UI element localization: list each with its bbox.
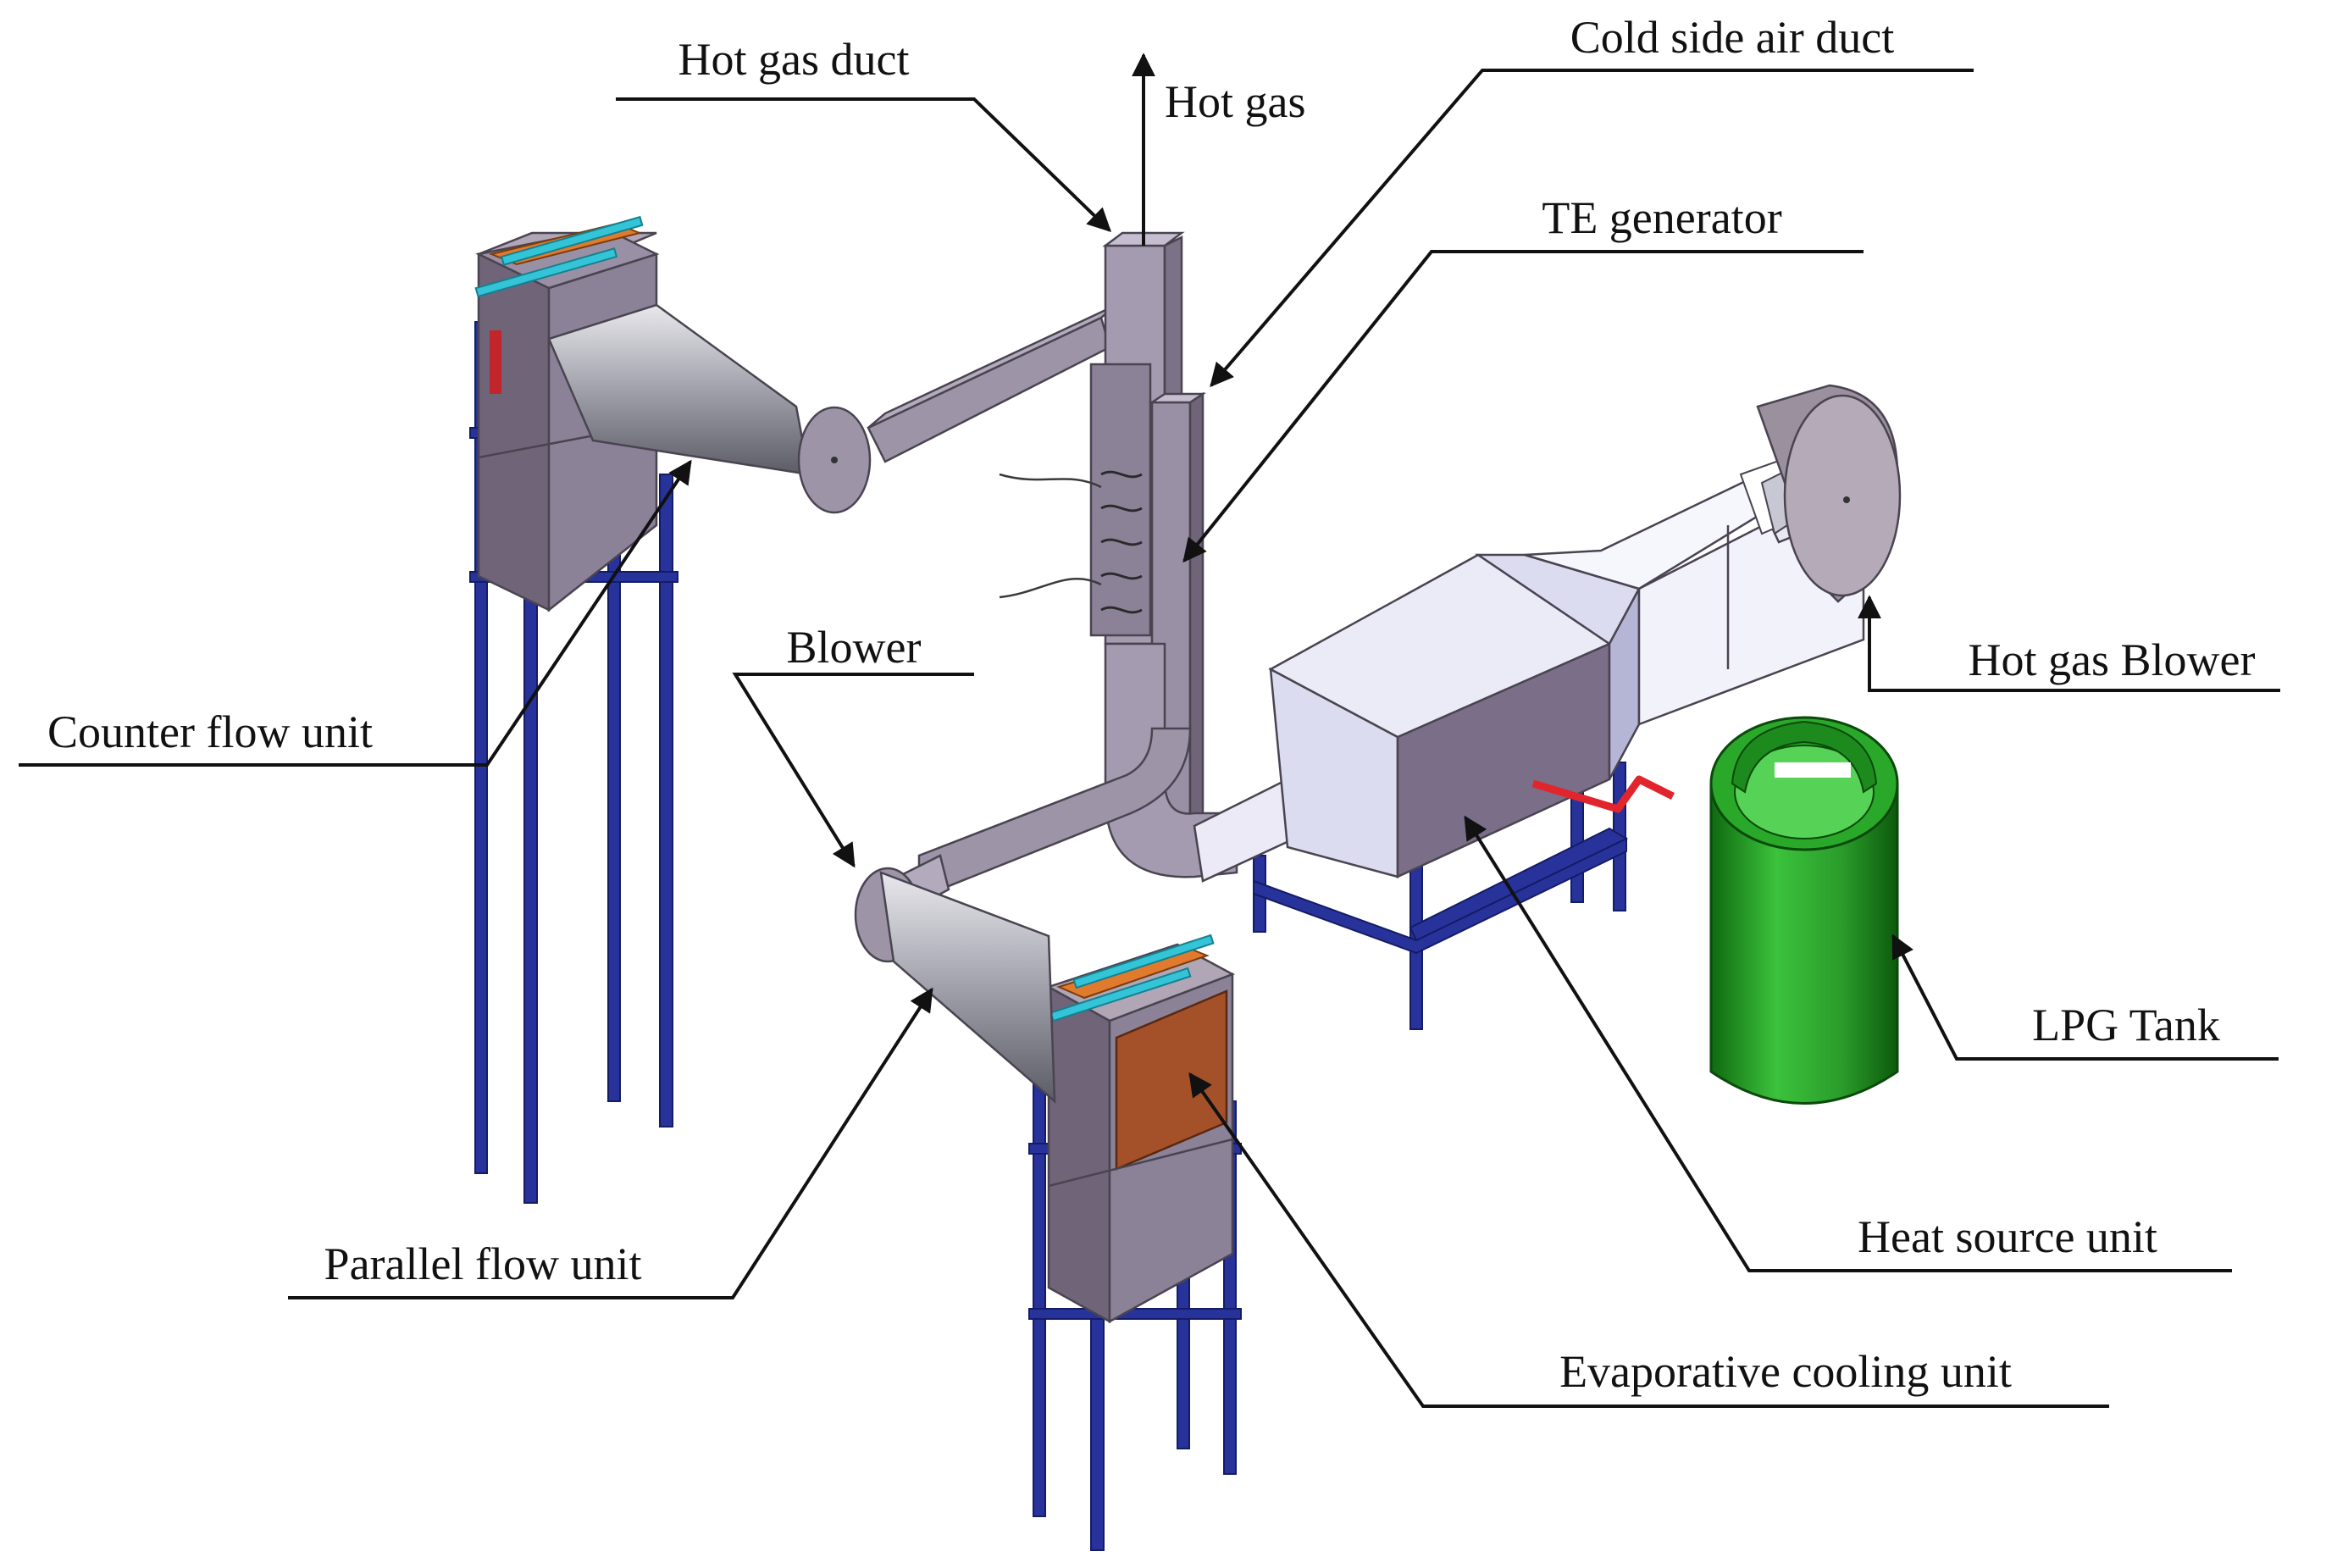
te-generator bbox=[999, 363, 1152, 637]
lpg-tank-leader bbox=[1891, 934, 2279, 1061]
te-generator-leader bbox=[1182, 250, 1864, 563]
counter-flow-unit bbox=[469, 215, 872, 1204]
cold-side-air-duct-leader bbox=[1210, 69, 1974, 388]
label-hot-gas: Hot gas bbox=[1165, 76, 1305, 127]
label-hot-gas-duct: Hot gas duct bbox=[678, 34, 910, 85]
evaporative-pad bbox=[1115, 989, 1228, 1171]
hot-gas-blower bbox=[1739, 384, 1902, 603]
gas-supply-line bbox=[1531, 775, 1675, 813]
label-cold-side-air-duct: Cold side air duct bbox=[1570, 12, 1894, 63]
blower-leader bbox=[732, 673, 974, 868]
label-hot-gas-blower: Hot gas Blower bbox=[1969, 634, 2256, 685]
hot-gas-blower-leader bbox=[1858, 595, 2280, 692]
label-blower: Blower bbox=[787, 622, 922, 673]
label-heat-source-unit: Heat source unit bbox=[1858, 1211, 2157, 1262]
evaporative-cooling-unit-leader bbox=[1188, 1072, 2109, 1408]
label-lpg-tank: LPG Tank bbox=[2032, 1000, 2220, 1050]
hot-duct-elbow bbox=[1104, 642, 1238, 878]
lpg-tank bbox=[1709, 716, 1899, 1105]
upper-connecting-duct bbox=[867, 303, 1117, 463]
parallel-flow-unit-leader bbox=[288, 987, 933, 1299]
hot-gas-duct-leader bbox=[616, 97, 1112, 232]
labels: Hot gas duct Hot gas Cold side air duct … bbox=[47, 12, 2255, 1397]
parallel-flow-diffuser-cone bbox=[854, 867, 1056, 1104]
label-parallel-flow-unit: Parallel flow unit bbox=[324, 1238, 642, 1289]
label-te-generator: TE generator bbox=[1542, 192, 1781, 243]
counter-flow-diffuser-cone bbox=[547, 303, 872, 514]
label-counter-flow-unit: Counter flow unit bbox=[47, 706, 373, 757]
parallel-flow-casing bbox=[1045, 934, 1236, 1324]
parallel-flow-unit bbox=[854, 867, 1242, 1551]
label-evaporative-cooling-unit: Evaporative cooling unit bbox=[1559, 1346, 2012, 1397]
heat-source-unit-leader bbox=[1464, 815, 2232, 1272]
counter-flow-unit-leader bbox=[19, 459, 692, 767]
leader-lines bbox=[19, 53, 2280, 1408]
heat-source-unit bbox=[1193, 384, 1902, 1030]
